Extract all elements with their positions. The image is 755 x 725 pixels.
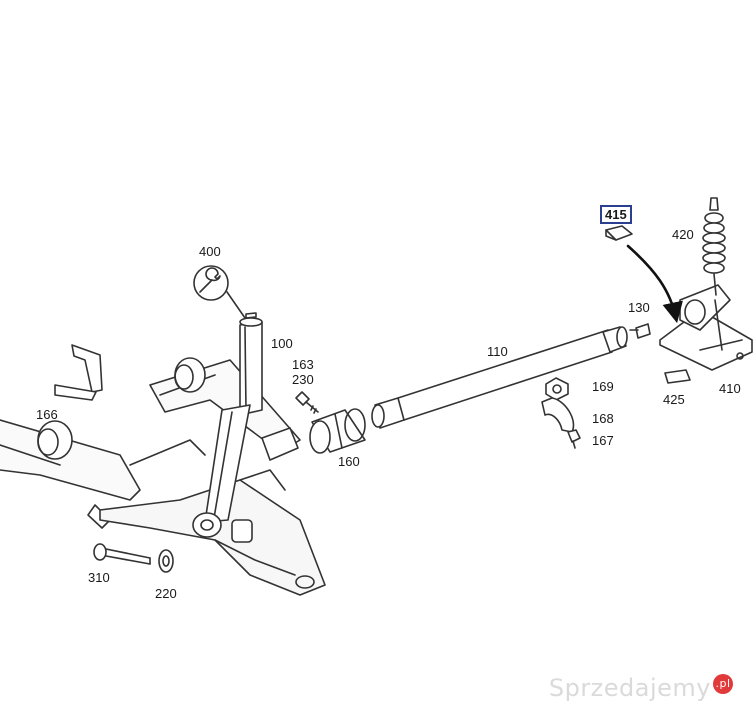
control-arm bbox=[99, 427, 326, 596]
arrow-415 bbox=[626, 244, 683, 324]
label-420: 420 bbox=[672, 227, 694, 242]
label-230: 230 bbox=[292, 372, 314, 387]
label-415: 415 bbox=[600, 205, 632, 224]
label-110: 110 bbox=[487, 344, 508, 359]
label-167: 167 bbox=[592, 433, 614, 448]
washer-220 bbox=[158, 549, 174, 573]
shock-absorber bbox=[192, 312, 263, 538]
watermark: Sprzedajemy.pl bbox=[549, 674, 733, 702]
label-100: 100 bbox=[271, 336, 293, 351]
wrench-icon bbox=[193, 265, 246, 319]
shim-425 bbox=[664, 369, 691, 384]
label-163: 163 bbox=[292, 357, 314, 372]
bracket-166 bbox=[54, 344, 103, 401]
watermark-text: Sprzedajemy bbox=[548, 674, 711, 702]
bolt-130 bbox=[629, 323, 651, 339]
screw-167 bbox=[567, 429, 581, 449]
clamp-168 bbox=[541, 397, 575, 433]
subframe bbox=[0, 357, 301, 529]
label-130: 130 bbox=[628, 300, 650, 315]
bushing-160 bbox=[309, 408, 366, 454]
label-310: 310 bbox=[88, 570, 110, 585]
label-166: 166 bbox=[36, 407, 58, 422]
label-160: 160 bbox=[338, 454, 360, 469]
nut-169 bbox=[545, 377, 569, 401]
mount-410 bbox=[659, 284, 753, 371]
label-400: 400 bbox=[199, 244, 221, 259]
label-410: 410 bbox=[719, 381, 741, 396]
label-425: 425 bbox=[663, 392, 685, 407]
screw-163 bbox=[295, 391, 319, 414]
watermark-badge: .pl bbox=[713, 674, 733, 694]
label-168: 168 bbox=[592, 411, 614, 426]
bolt-310 bbox=[93, 543, 151, 565]
clip-415 bbox=[605, 225, 633, 241]
torsion-bar bbox=[371, 326, 628, 429]
label-169: 169 bbox=[592, 379, 614, 394]
spring-420 bbox=[702, 197, 726, 296]
label-220: 220 bbox=[155, 586, 177, 601]
